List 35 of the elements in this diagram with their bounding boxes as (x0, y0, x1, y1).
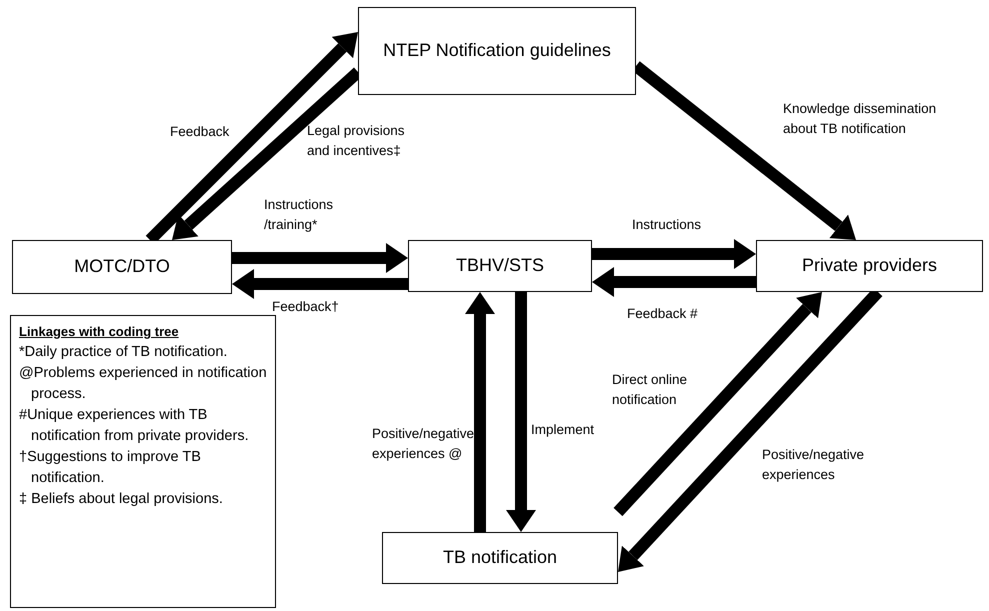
arrow (614, 292, 822, 516)
edge-label: Instructions /training* (264, 196, 334, 234)
edge-label: Feedback† (272, 298, 339, 316)
process-box (382, 532, 618, 584)
arrow (592, 239, 756, 269)
note-item: ‡ Beliefs about legal provisions. (19, 490, 224, 509)
arrow (232, 269, 408, 299)
arrow (232, 243, 408, 273)
edge-label: Instructions (632, 216, 702, 234)
arrow (592, 267, 756, 297)
note-box (10, 315, 276, 608)
process-box (408, 240, 592, 292)
arrow (506, 292, 536, 532)
edge-label: Feedback # (627, 305, 698, 323)
edge-label: Direct online notification (612, 371, 688, 409)
node-label: NTEP Notification guidelines (383, 39, 611, 62)
node-label: TB notification (442, 546, 558, 570)
edge-label: Knowledge dissemination about TB notification (783, 100, 938, 138)
edge-label: Implement (531, 421, 594, 439)
node-label: MOTC/DTO (74, 255, 170, 278)
node-label: Private providers (802, 254, 938, 278)
edge-label: Feedback (170, 123, 230, 141)
process-box (12, 240, 232, 294)
note-item: #Unique experiences with TB notification from private providers. (19, 406, 250, 446)
arrow (465, 292, 495, 532)
edge-label: Legal provisions and incentives‡ (307, 122, 406, 160)
note-item: @Problems experienced in notification process. (19, 364, 267, 404)
edge-label: Positive/negative experiences (762, 446, 866, 484)
process-box (756, 240, 983, 292)
note-item: *Daily practice of TB notification. (19, 342, 228, 362)
edge-label: Positive/negative experiences @ (372, 425, 476, 463)
process-box (358, 7, 636, 95)
note-item: †Suggestions to improve TB notification. (19, 448, 202, 488)
note-heading: Linkages with coding tree (19, 323, 180, 341)
node-label: TBHV/STS (456, 254, 544, 278)
